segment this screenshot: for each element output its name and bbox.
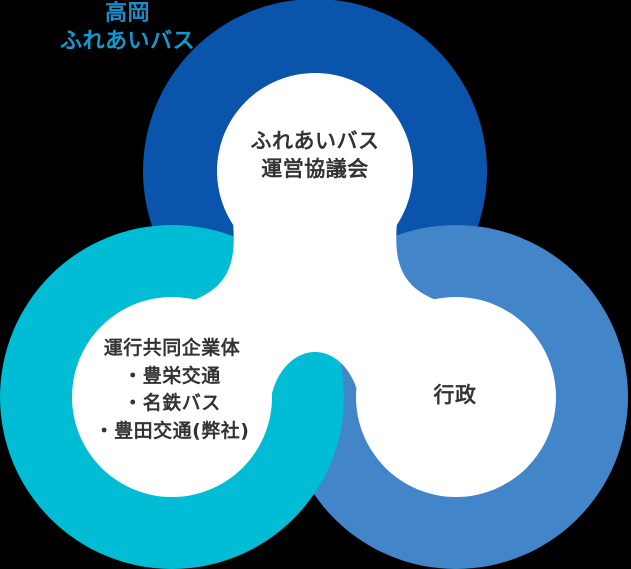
white-core-region	[72, 73, 556, 497]
left-inner-circle[interactable]	[72, 297, 272, 497]
top-inner-circle[interactable]	[217, 73, 413, 269]
right-inner-circle[interactable]	[356, 297, 556, 497]
